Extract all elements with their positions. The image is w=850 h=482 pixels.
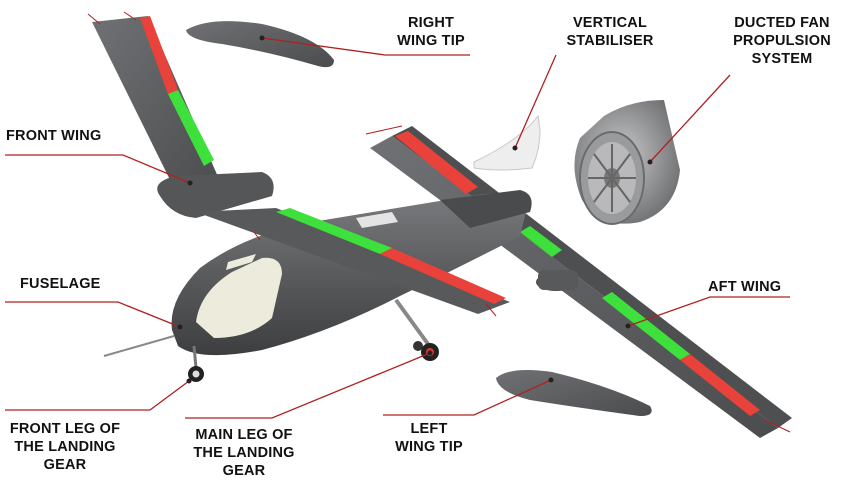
main-landing-gear <box>394 298 439 361</box>
left-wing-tip <box>496 370 652 416</box>
label-main-leg: MAIN LEG OF THE LANDING GEAR <box>193 427 295 479</box>
front-span-control-surface-green <box>276 208 392 254</box>
front-wing <box>87 11 274 218</box>
front-wing-span <box>196 208 510 317</box>
front-span-control-surface-red <box>380 248 506 304</box>
front-landing-gear <box>188 345 204 382</box>
label-fuselage: FUSELAGE <box>20 276 101 292</box>
pitot-probe <box>103 335 175 357</box>
aft-wing-control-surface-green-outer <box>602 292 690 360</box>
wing-pivot <box>536 270 578 291</box>
front-wing-control-surface-green <box>168 90 214 166</box>
right-wing-tip <box>186 21 334 68</box>
label-aft-wing: AFT WING <box>708 279 782 295</box>
leader-ducted-fan <box>649 74 731 163</box>
leader-front-leg <box>5 380 190 411</box>
leader-lines <box>5 35 790 419</box>
label-front-leg: FRONT LEG OF THE LANDING GEAR <box>9 421 121 473</box>
leader-right-wing-tip <box>261 37 470 56</box>
leader-left-wing-tip <box>383 379 552 416</box>
aft-wing-control-surface-red-outer <box>680 354 760 416</box>
leader-fuselage <box>5 301 181 328</box>
label-vertical-stabiliser: VERTICAL STABILISER <box>566 15 654 49</box>
front-wing-control-surface-red <box>140 16 178 94</box>
ducted-fan <box>574 100 680 225</box>
label-ducted-fan: DUCTED FAN PROPULSION SYSTEM <box>733 15 831 67</box>
leader-vertical-stabiliser <box>514 54 557 149</box>
aft-wing-control-surface-red-inner <box>395 131 478 194</box>
vertical-stabiliser <box>473 114 541 171</box>
leader-aft-wing <box>627 296 790 327</box>
leader-front-wing <box>5 154 191 184</box>
label-front-wing: FRONT WING <box>6 128 102 144</box>
label-left-wing-tip: LEFT WING TIP <box>395 421 463 455</box>
label-right-wing-tip: RIGHT WING TIP <box>397 15 465 49</box>
leader-main-leg <box>185 352 431 419</box>
fuselage <box>103 190 532 357</box>
canopy <box>196 257 282 338</box>
aft-wing-control-surface-green-inner <box>520 226 562 257</box>
